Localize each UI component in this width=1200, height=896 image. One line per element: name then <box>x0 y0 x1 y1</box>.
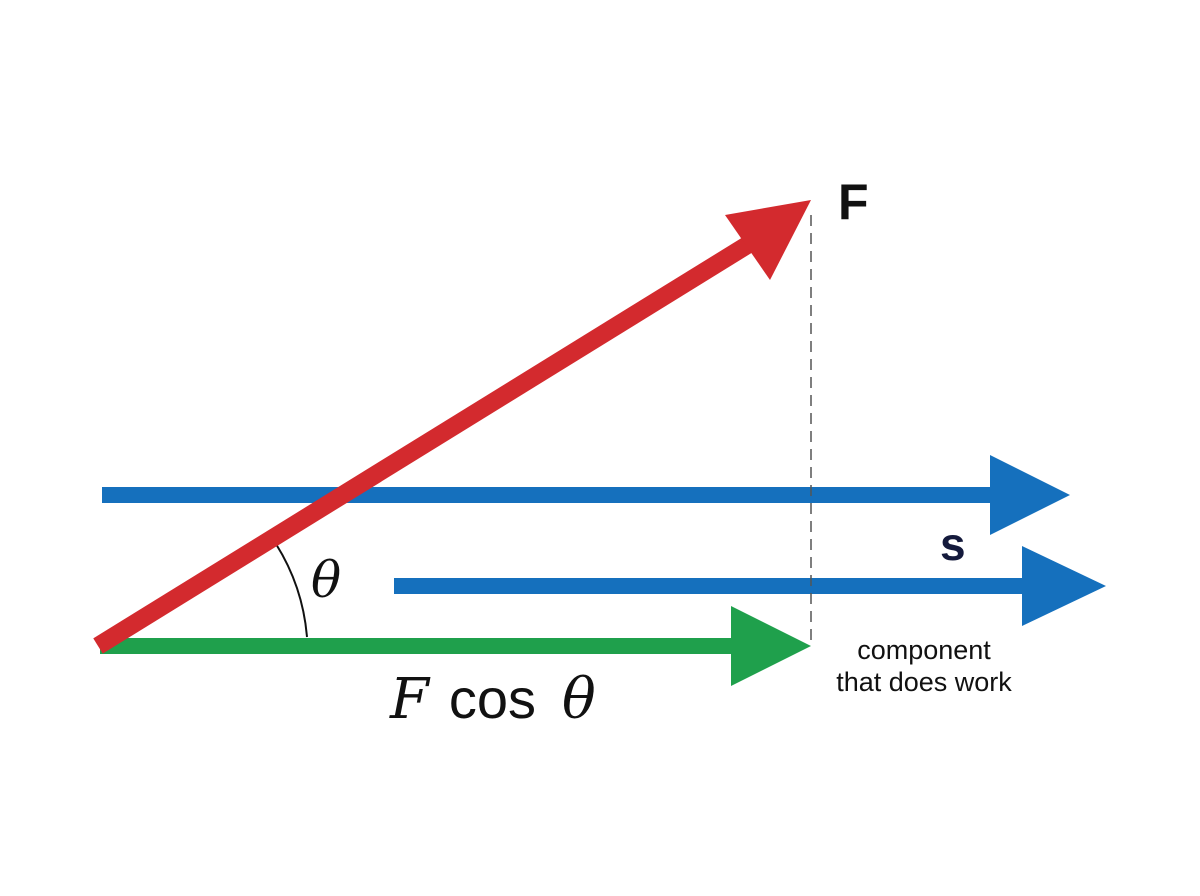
component-label-f: F <box>389 667 431 732</box>
force-arrow-shaft <box>93 223 775 654</box>
force-arrow-head <box>725 200 811 280</box>
component-arrow <box>100 606 811 686</box>
force-label: F <box>838 174 869 230</box>
displacement-arrow-lower <box>394 546 1106 626</box>
component-note-line1: component <box>857 635 991 665</box>
force-arrow <box>93 200 811 654</box>
component-label: F cos θ <box>389 667 596 732</box>
displacement-arrow-upper <box>102 455 1070 535</box>
component-label-theta: θ <box>562 667 596 732</box>
component-arrow-head <box>731 606 811 686</box>
angle-arc <box>275 543 308 638</box>
displacement-label: s <box>940 518 966 570</box>
component-note-line2: that does work <box>836 667 1012 697</box>
component-label-cos: cos <box>449 667 536 730</box>
angle-label: θ <box>311 551 341 609</box>
displacement-arrow-upper-head <box>990 455 1070 535</box>
displacement-arrow-lower-head <box>1022 546 1106 626</box>
